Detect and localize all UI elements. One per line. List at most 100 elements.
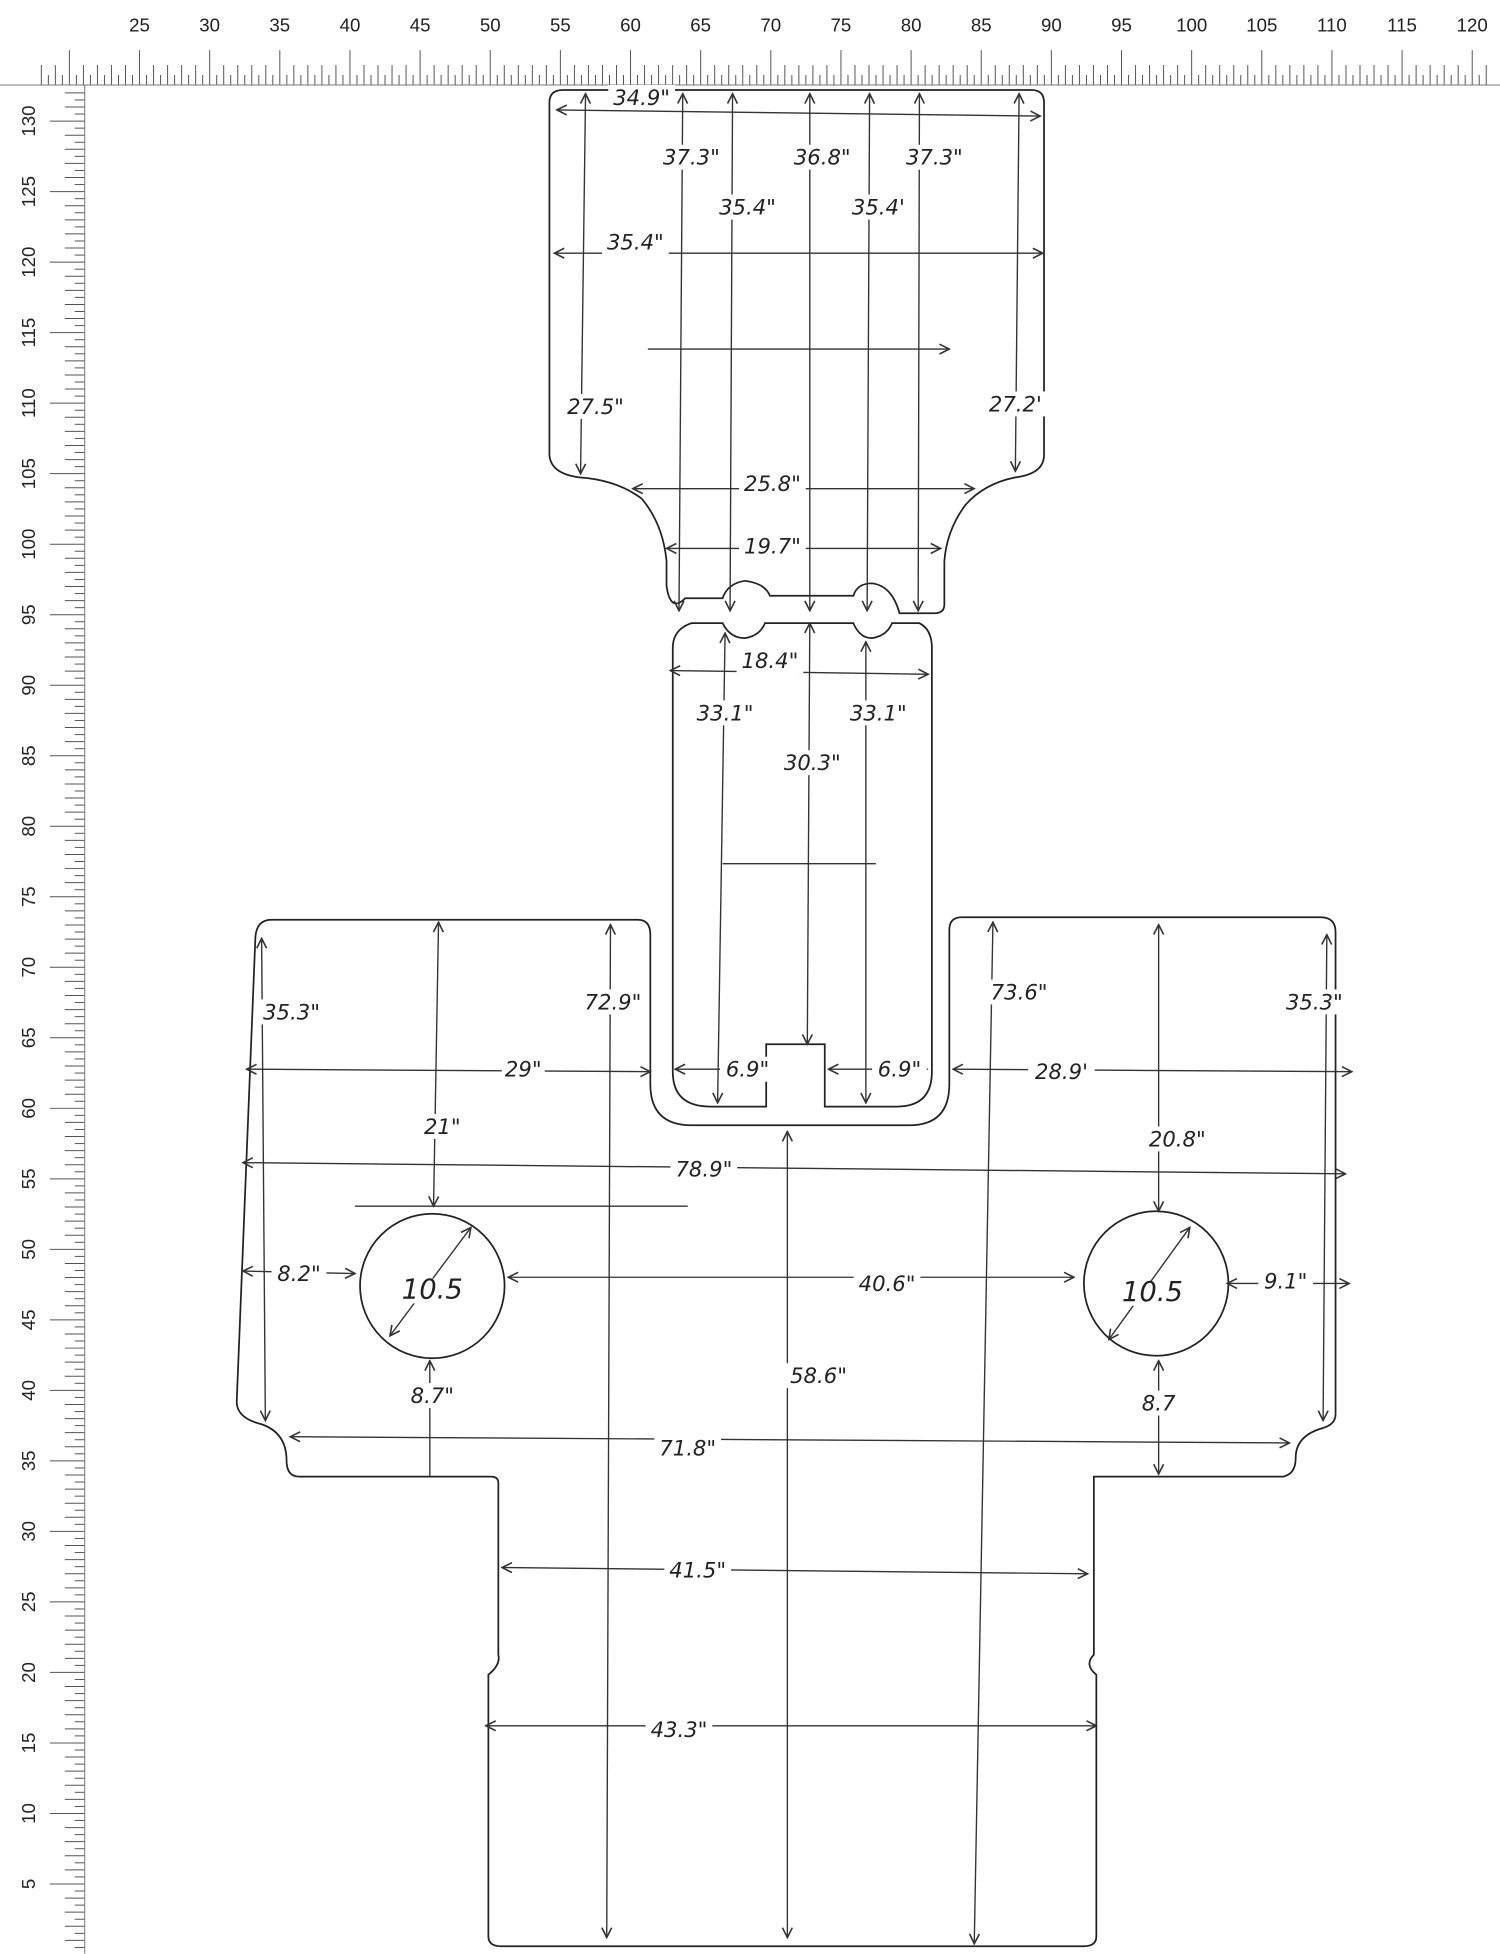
dimension-label: 35.4' — [852, 195, 905, 220]
ruler-label: 115 — [1387, 14, 1417, 35]
middle-mat-piece — [671, 622, 933, 1108]
ruler-label: 5 — [18, 1879, 39, 1889]
dimension-line — [1323, 935, 1327, 1421]
ruler-label: 60 — [620, 14, 641, 35]
dimension-label: 35.4" — [719, 195, 776, 220]
dimension-label: 10.5 — [402, 1274, 463, 1305]
top-mat-piece — [548, 89, 1045, 615]
dimension-label: 73.6" — [991, 979, 1048, 1004]
ruler-label: 100 — [1176, 14, 1207, 35]
ruler-label: 15 — [18, 1733, 39, 1754]
ruler-label: 10 — [18, 1803, 39, 1824]
ruler-label: 70 — [760, 14, 781, 35]
ruler-label: 110 — [18, 388, 39, 418]
ruler-label: 70 — [18, 957, 39, 978]
ruler-label: 40 — [340, 14, 361, 35]
dimension-label: 8.7" — [411, 1383, 454, 1408]
ruler-label: 65 — [18, 1027, 39, 1048]
dimension-line — [434, 922, 439, 1206]
dimension-label: 78.9" — [675, 1156, 732, 1181]
ruler-label: 80 — [18, 816, 39, 837]
dimension-line — [974, 922, 993, 1944]
dimension-line — [502, 1568, 1088, 1574]
dimension-label: 8.7 — [1142, 1391, 1176, 1416]
dimension-label: 43.3" — [651, 1717, 708, 1742]
dimension-label: 21" — [424, 1114, 461, 1139]
ruler-label: 30 — [199, 14, 220, 35]
dimension-label: 35.3" — [1286, 989, 1343, 1014]
ruler-label: 35 — [269, 14, 290, 35]
ruler-label: 130 — [18, 106, 39, 137]
dimension-label: 6.9" — [726, 1057, 769, 1082]
dimension-label: 19.7" — [744, 533, 801, 558]
ruler-label: 85 — [971, 14, 992, 35]
ruler-label: 100 — [18, 529, 39, 560]
ruler-label: 110 — [1317, 14, 1347, 35]
ruler-label: 115 — [18, 318, 39, 348]
ruler-label: 50 — [18, 1239, 39, 1260]
dimension-label: 35.4" — [607, 229, 664, 254]
ruler-label: 55 — [550, 14, 571, 35]
ruler-label: 85 — [18, 745, 39, 766]
dimension-label: 10.5 — [1122, 1277, 1183, 1308]
dimension-line — [243, 1163, 1346, 1174]
ruler-label: 75 — [18, 886, 39, 907]
ruler-label: 25 — [129, 14, 150, 35]
dimension-label: 29" — [505, 1057, 542, 1082]
dimension-label: 72.9" — [585, 989, 642, 1014]
dimension-label: 37.3" — [663, 145, 720, 170]
ruler-label: 50 — [480, 14, 501, 35]
dimension-line — [867, 94, 869, 611]
ruler-label: 105 — [1246, 14, 1277, 35]
dimension-label: 30.3" — [784, 750, 841, 775]
ruler-label: 95 — [18, 604, 39, 625]
dimension-label: 27.2' — [989, 391, 1042, 416]
ruler-label: 45 — [18, 1309, 39, 1330]
dimension-line — [730, 94, 732, 611]
dimension-label: 71.8" — [659, 1435, 716, 1460]
ruler-label: 120 — [18, 247, 39, 278]
ruler-label: 60 — [18, 1098, 39, 1119]
ruler-label: 120 — [1457, 14, 1488, 35]
dimension-label: 6.9" — [878, 1057, 921, 1082]
ruler-label: 105 — [18, 458, 39, 489]
ruler-label: 25 — [18, 1592, 39, 1613]
left-cutout-circle — [359, 1212, 506, 1360]
dimension-line — [918, 94, 919, 611]
ruler-label: 45 — [410, 14, 431, 35]
dimension-label: 58.6" — [790, 1363, 847, 1388]
dimension-label: 25.8" — [744, 471, 801, 496]
ruler-label: 75 — [831, 14, 852, 35]
ruler-label: 20 — [18, 1662, 39, 1683]
ruler-label: 40 — [18, 1380, 39, 1401]
dimension-line — [679, 94, 683, 611]
top-ruler: 25 30 35 40 45 50 55 60 65 70 75 80 85 90 95 100 105 110 1… — [0, 0, 1500, 86]
dimension-label: 33.1" — [697, 700, 754, 725]
dimension-line — [807, 623, 809, 1044]
dimension-label: 40.6" — [859, 1271, 916, 1296]
dimension-line — [247, 1069, 651, 1071]
ruler-label: 95 — [1111, 14, 1132, 35]
bottom-mat-piece — [235, 916, 1337, 1948]
dimension-line — [557, 110, 1040, 116]
dimension-label: 18.4" — [742, 648, 799, 673]
ruler-label: 35 — [18, 1450, 39, 1471]
dimension-labels: 34.9"37.3"36.8"37.3"35.4"35.4'35.4"27.5"… — [258, 85, 1348, 1742]
dimension-line — [290, 1437, 1289, 1443]
ruler-label: 65 — [690, 14, 711, 35]
dimension-label: 34.9" — [613, 85, 670, 110]
dimension-label: 9.1" — [1264, 1268, 1307, 1293]
ruler-label: 30 — [18, 1521, 39, 1542]
dimension-label: 41.5" — [669, 1557, 726, 1582]
ruler-label: 90 — [1041, 14, 1062, 35]
dimension-label: 36.8" — [794, 145, 851, 170]
dimension-label: 37.3" — [906, 145, 963, 170]
ruler-label: 80 — [901, 14, 922, 35]
dimension-label: 33.1" — [850, 700, 907, 725]
dimension-line — [953, 1069, 1352, 1071]
dimension-line — [607, 925, 611, 1938]
ruler-label: 90 — [18, 675, 39, 696]
dimension-label: 35.3" — [263, 999, 320, 1024]
ruler-label: 125 — [18, 176, 39, 207]
ruler-label: 55 — [18, 1168, 39, 1189]
